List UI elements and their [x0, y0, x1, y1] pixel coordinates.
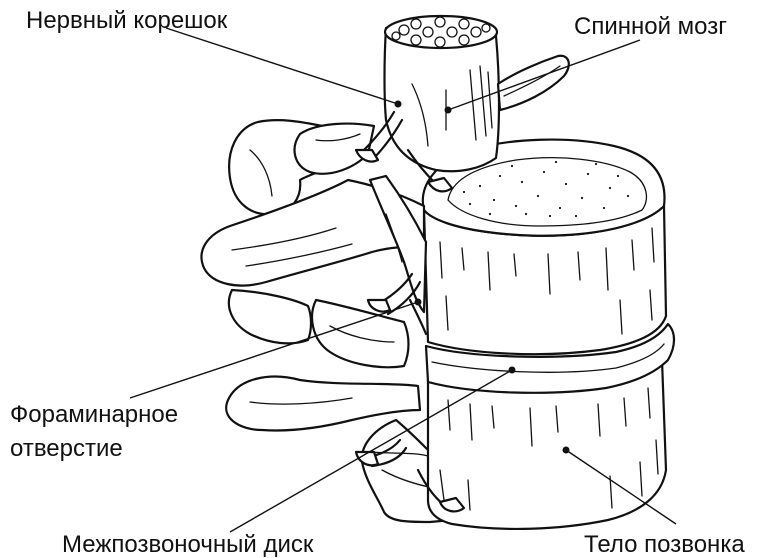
label-vertebral-body: Тело позвонка — [584, 531, 745, 558]
label-spinal-cord: Спинной мозг — [574, 13, 727, 40]
dot-vertebral-body — [563, 447, 570, 454]
dot-foramen — [415, 299, 422, 306]
label-nerve-root: Нервный корешок — [26, 7, 228, 34]
dot-disc — [509, 367, 516, 374]
spinal-cord — [385, 16, 500, 171]
lower-vertebra-posterior-processes — [226, 377, 452, 522]
label-foramen-line2: отверстие — [10, 435, 123, 462]
dot-nerve-root — [395, 101, 402, 108]
label-foramen-line1: Фораминарное — [10, 401, 178, 428]
upper-vertebra-posterior-processes — [202, 120, 426, 367]
leader-nerve-root — [166, 28, 398, 104]
dot-spinal-cord — [445, 107, 452, 114]
label-disc: Межпозвоночный диск — [62, 531, 314, 558]
